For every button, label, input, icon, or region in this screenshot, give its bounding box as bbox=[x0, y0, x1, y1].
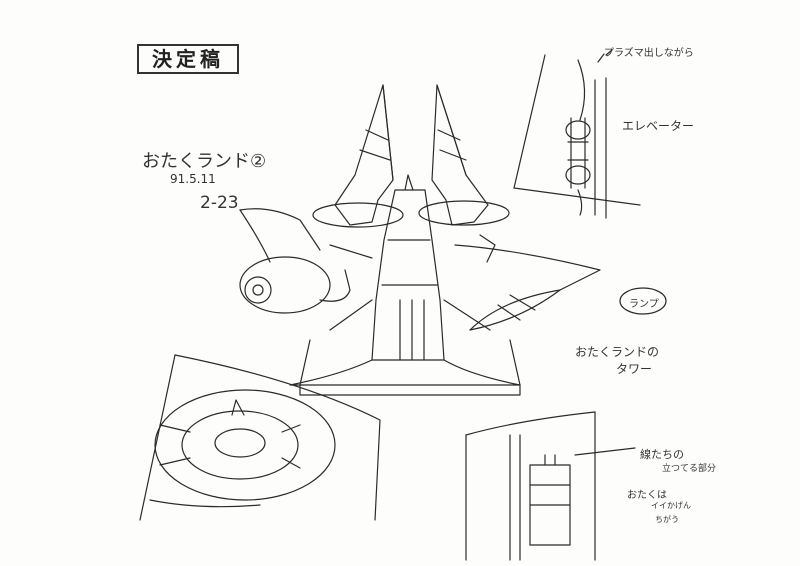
detail-note-1: 線たちの bbox=[640, 448, 684, 461]
main-tower bbox=[239, 84, 601, 396]
dome-inset bbox=[139, 354, 381, 521]
detail-note-5: ちがう bbox=[655, 515, 679, 524]
sheet-code: 2-23 bbox=[200, 193, 239, 213]
detail-note-2: 立つてる部分 bbox=[662, 464, 717, 474]
lamp-note: ランプ bbox=[629, 299, 659, 310]
elevator-note: エレベーター bbox=[622, 119, 695, 133]
detail-note-4: イイかげん bbox=[651, 501, 691, 510]
lamp-circle bbox=[619, 287, 667, 315]
tower-label-line1: おたくランドの bbox=[575, 345, 660, 359]
elevator-inset bbox=[513, 49, 641, 219]
detail-note-3: おたくは bbox=[627, 490, 667, 501]
final-draft-stamp: 決定稿 bbox=[137, 44, 239, 74]
sheet-title: おたくランド② bbox=[142, 151, 267, 172]
detail-inset bbox=[465, 411, 636, 561]
sheet-date: 91.5.11 bbox=[170, 172, 216, 186]
tower-label-line2: タワー bbox=[616, 362, 653, 376]
plasma-note: プラズマ出しながら bbox=[604, 48, 694, 59]
